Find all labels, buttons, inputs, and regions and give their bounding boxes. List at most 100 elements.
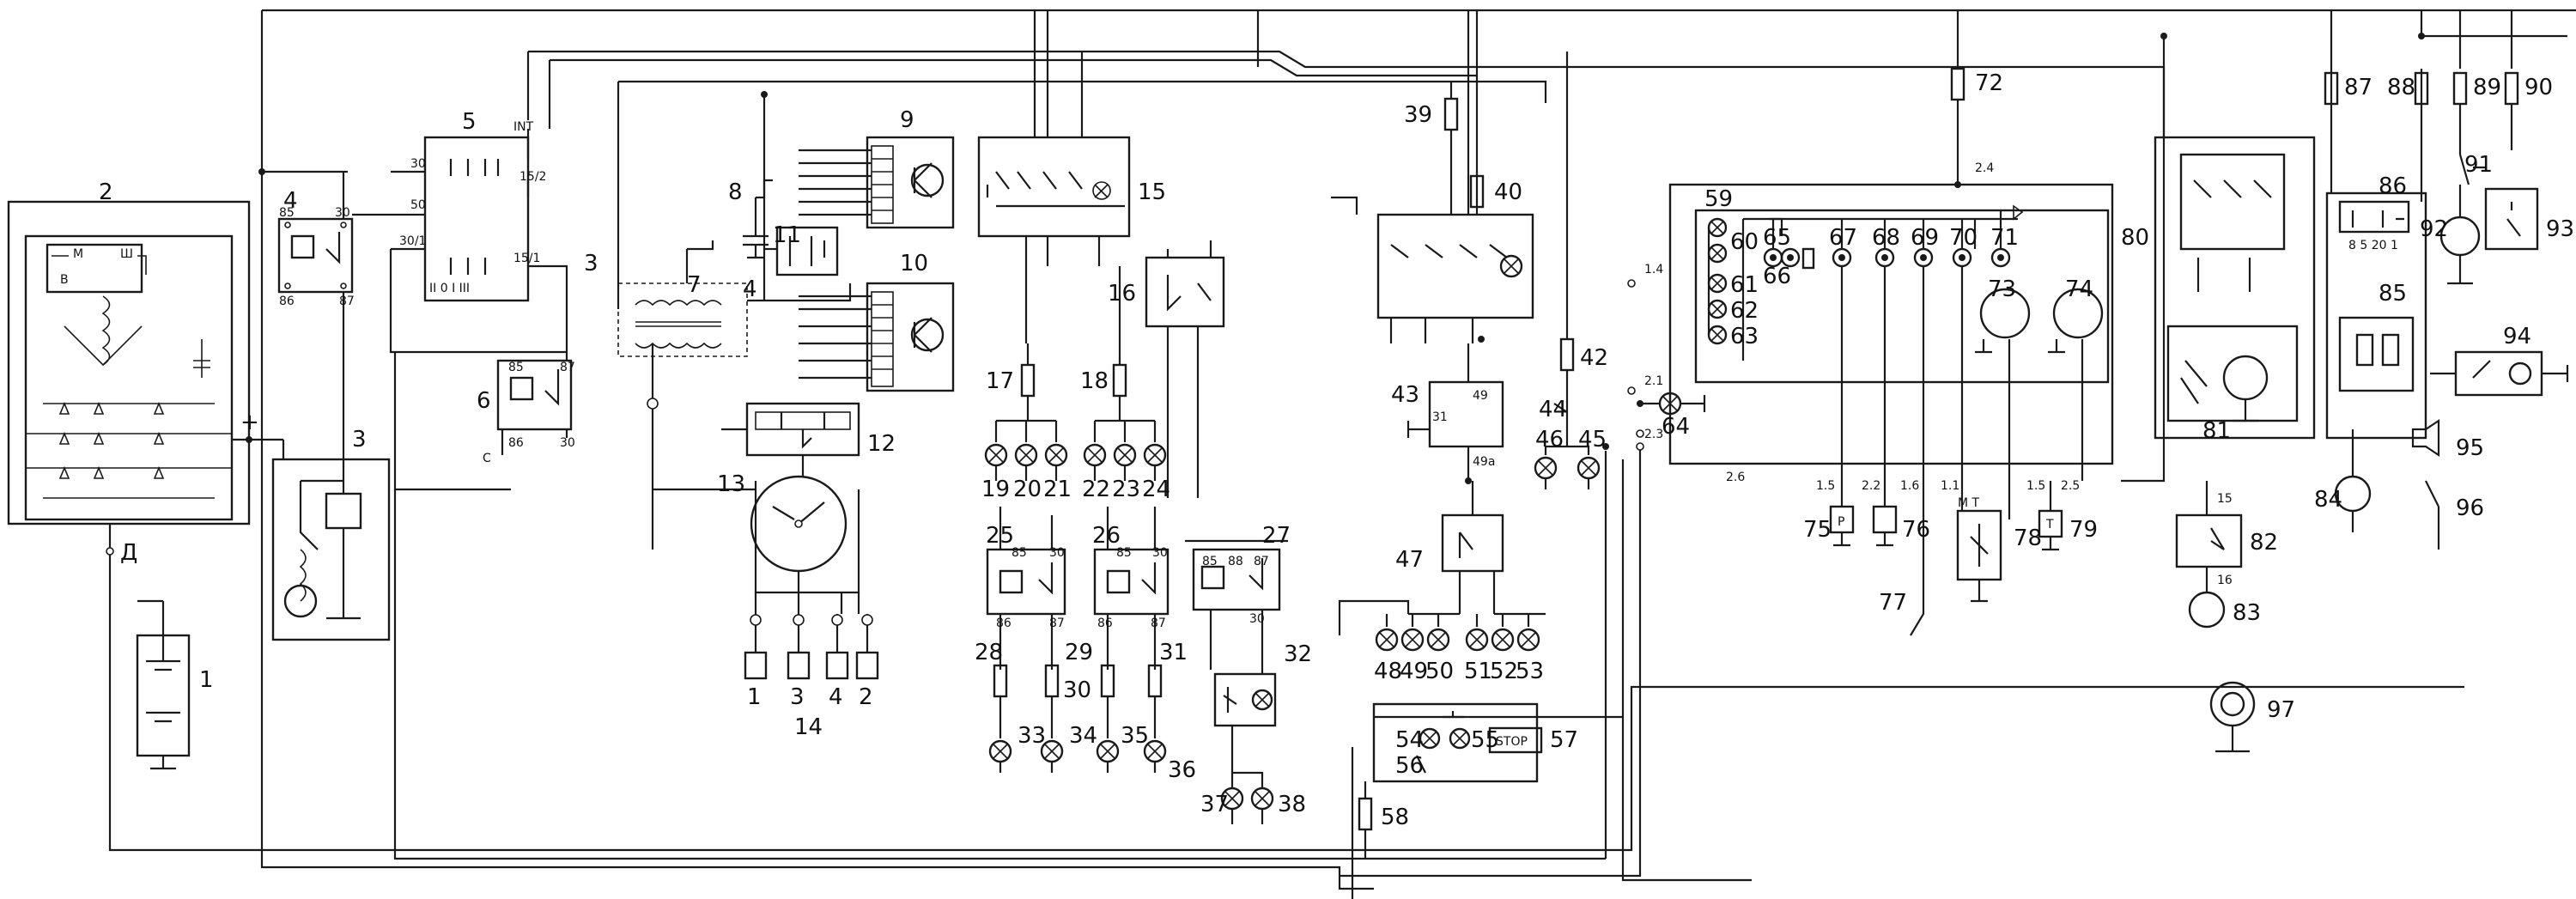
brake-group <box>1358 702 1543 859</box>
label-54: 54 <box>1395 727 1424 753</box>
r27-87: 87 <box>1254 555 1269 568</box>
r4-87: 87 <box>339 295 355 308</box>
label-14: 14 <box>794 714 823 740</box>
lamp-53 <box>1516 628 1540 652</box>
label-71: 71 <box>1990 225 2019 251</box>
label-65: 65 <box>1763 225 1791 251</box>
relay-26 <box>1093 507 1170 670</box>
r6-86: 86 <box>508 436 524 450</box>
label-75: 75 <box>1803 517 1832 543</box>
lamp-22 <box>1083 443 1107 467</box>
label-6: 6 <box>477 388 491 414</box>
label-3: 3 <box>352 427 367 453</box>
label-17: 17 <box>986 368 1014 394</box>
label-48: 48 <box>1374 659 1402 684</box>
r27-88: 88 <box>1228 555 1243 568</box>
label-58: 58 <box>1381 805 1409 830</box>
misc-91-97 <box>2209 154 2569 753</box>
label-84: 84 <box>2314 487 2342 513</box>
lamp-24 <box>1143 443 1167 467</box>
label-33: 33 <box>1018 723 1046 749</box>
gauge-74 <box>2052 288 2104 339</box>
label-76: 76 <box>1902 517 1930 543</box>
r6-85: 85 <box>508 361 524 374</box>
sw43-49a: 49a <box>1473 455 1495 469</box>
lamp-23 <box>1113 443 1137 467</box>
label-34: 34 <box>1069 723 1097 749</box>
r26-30: 30 <box>1152 546 1168 560</box>
label-64: 64 <box>1662 414 1690 440</box>
label-12: 12 <box>867 431 896 457</box>
label-32: 32 <box>1284 641 1312 667</box>
junctions <box>258 33 2425 484</box>
label-38: 38 <box>1278 792 1306 817</box>
label-31: 31 <box>1159 640 1188 665</box>
label-44: 44 <box>1539 397 1567 422</box>
relay-25 <box>986 507 1066 670</box>
fuses-28-31 <box>993 664 1163 738</box>
lamp-70 <box>1952 247 1972 268</box>
conn-2-6: 2.6 <box>1726 471 1745 484</box>
sw5-positions: II 0 I III <box>429 282 470 295</box>
spark-label-4: 4 <box>829 684 843 710</box>
label-78: 78 <box>2014 525 2042 551</box>
terminal-B: B <box>60 273 69 287</box>
label-2: 2 <box>99 179 113 205</box>
r6-C: C <box>483 452 491 465</box>
label-36: 36 <box>1168 757 1196 783</box>
sw5-int: INT <box>513 120 534 134</box>
relay-82 <box>2175 481 2243 629</box>
label-94: 94 <box>2503 324 2531 349</box>
label-66: 66 <box>1763 264 1791 289</box>
conn-77: 1.6 <box>1900 479 1919 493</box>
lamp-54 <box>1419 727 1441 750</box>
relay-4 <box>277 172 354 481</box>
lamp-52 <box>1491 628 1515 652</box>
label-19: 19 <box>981 477 1010 502</box>
label-9: 9 <box>900 107 914 133</box>
label-21: 21 <box>1043 477 1072 502</box>
r25-85: 85 <box>1012 546 1027 560</box>
label-81: 81 <box>2202 418 2231 444</box>
label-93: 93 <box>2546 216 2574 242</box>
label-67: 67 <box>1829 225 1857 251</box>
label-5: 5 <box>462 109 477 135</box>
starter <box>271 440 391 641</box>
switch-43 <box>1406 343 1504 481</box>
label-47: 47 <box>1395 547 1424 573</box>
label-27: 27 <box>1262 523 1291 549</box>
lamp-67 <box>1832 247 1852 268</box>
switch-11 <box>764 226 839 276</box>
connector-9 <box>762 94 955 301</box>
lamp-63 <box>1707 325 1728 345</box>
lamp-33 <box>988 739 1012 763</box>
sw43-31: 31 <box>1432 410 1448 424</box>
label-85: 85 <box>2379 281 2407 307</box>
label-57: 57 <box>1550 727 1578 753</box>
ignition-coil <box>617 240 852 550</box>
conn-2-1: 2.1 <box>1644 374 1663 388</box>
lamp-46 <box>1534 456 1558 480</box>
label-46: 46 <box>1535 427 1564 453</box>
alternator <box>7 200 283 556</box>
conn-2-4: 2.4 <box>1975 161 1994 175</box>
label-90: 90 <box>2524 75 2553 100</box>
label-61: 61 <box>1730 272 1759 298</box>
lamps-48-53 <box>1375 614 1540 652</box>
label-55: 55 <box>1471 727 1499 753</box>
r26-87: 87 <box>1151 617 1166 630</box>
label-72: 72 <box>1975 70 2003 96</box>
label-29: 29 <box>1065 640 1093 665</box>
r27-30: 30 <box>1249 612 1265 626</box>
label-50: 50 <box>1425 659 1454 684</box>
label-83: 83 <box>2233 600 2261 626</box>
r4-86: 86 <box>279 295 295 308</box>
lamp-49 <box>1400 628 1425 652</box>
lamp-20 <box>1014 443 1038 467</box>
lamp-51 <box>1465 628 1489 652</box>
label-62: 62 <box>1730 298 1759 324</box>
wire-3: 3 <box>584 251 598 276</box>
label-60: 60 <box>1730 229 1759 255</box>
sw5-15-1: 15/1 <box>513 252 540 265</box>
